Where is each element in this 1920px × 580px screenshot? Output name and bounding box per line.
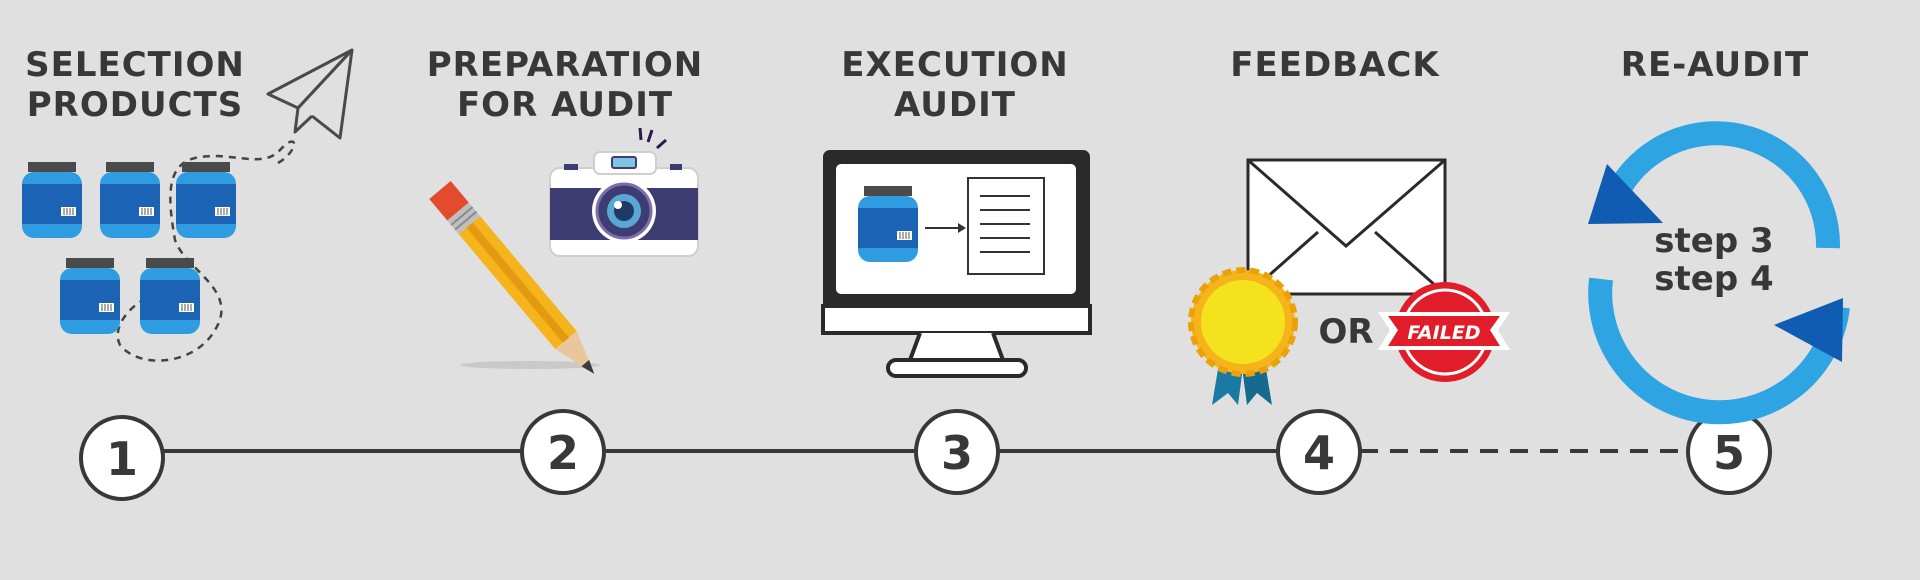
step-1-marker: 1 [79,415,165,501]
cycle-arrows-icon [1588,121,1850,425]
jar-icon [857,185,919,263]
step-1-title-line1: SELECTION [25,45,245,85]
jar-icon [175,161,237,239]
medal-icon [1188,267,1298,405]
document-icon [967,177,1045,275]
step-1-number: 1 [106,432,138,486]
step-3-title-line1: EXECUTION [841,45,1069,85]
step-3-title: EXECUTION AUDIT [830,45,1080,125]
step-5-number: 5 [1713,426,1745,480]
step-5-title: RE-AUDIT [1600,45,1830,85]
reaudit-step-line2: step 4 [1654,259,1773,299]
failed-stamp-icon: FAILED [1378,282,1510,382]
jar-icon [99,161,161,239]
monitor-icon [821,150,1092,378]
step-2-title-line1: PREPARATION [426,45,704,85]
step-1-title-line2: PRODUCTS [26,85,244,125]
jar-icon [59,257,121,335]
envelope-icon [1246,158,1447,296]
step-2-marker: 2 [520,409,606,495]
step-2-title: PREPARATION FOR AUDIT [410,45,720,125]
reaudit-step-line1: step 3 [1654,221,1773,261]
product-jars-group [21,140,296,362]
step-3-marker: 3 [914,409,1000,495]
step-4-number: 4 [1303,426,1335,480]
failed-label: FAILED [1407,322,1480,344]
step-1-title: SELECTION PRODUCTS [20,45,250,125]
paper-plane-icon [266,48,354,140]
camera-icon [549,127,699,257]
step-5-title-line1: RE-AUDIT [1620,45,1810,85]
dashed-selection-path [116,140,296,362]
step-3-title-line2: AUDIT [894,85,1016,125]
step-4-marker: 4 [1276,409,1362,495]
jar-icon [139,257,201,335]
jar-icon [21,161,83,239]
step-4-title: FEEDBACK [1215,45,1455,85]
step-4-title-line1: FEEDBACK [1230,45,1440,85]
or-label: OR [1318,312,1373,352]
pencil-icon [429,181,600,374]
step-2-title-line2: FOR AUDIT [456,85,674,125]
step-3-number: 3 [941,426,973,480]
step-2-number: 2 [547,426,579,480]
